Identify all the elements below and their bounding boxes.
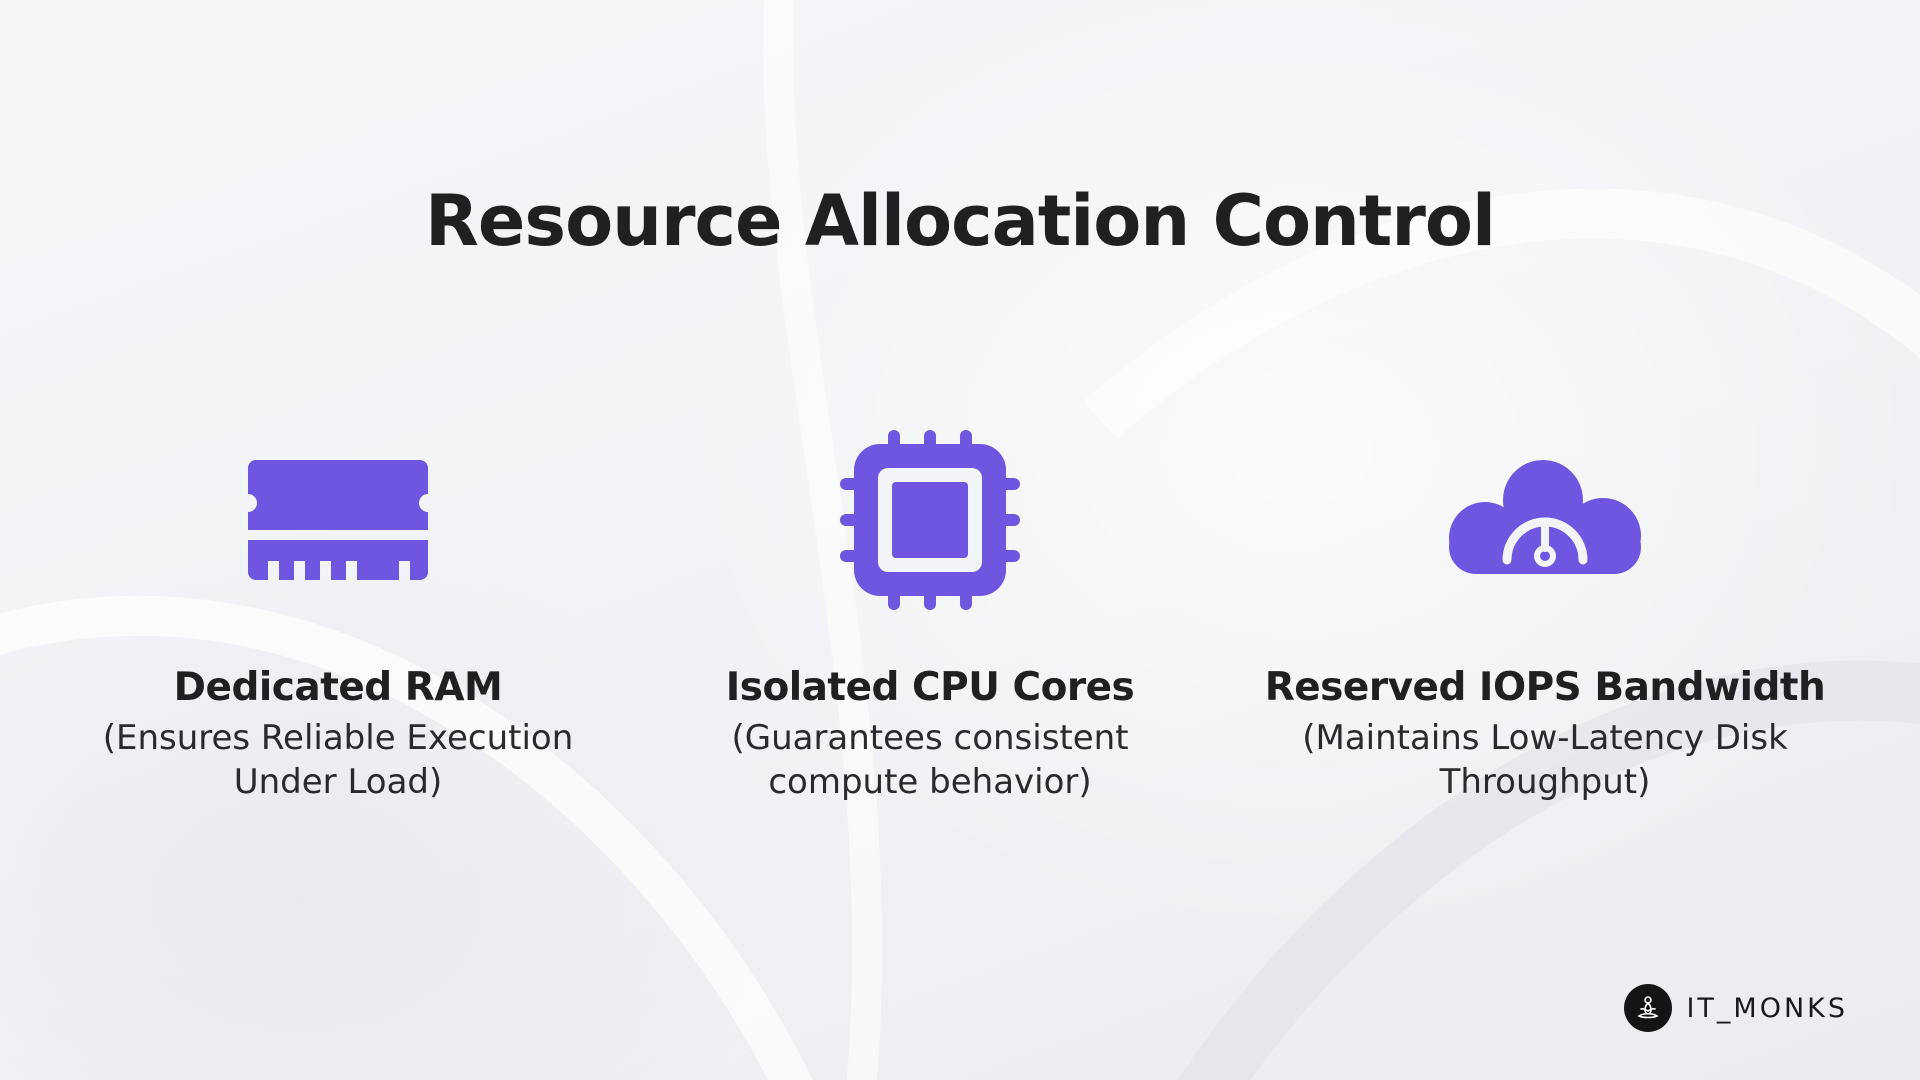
card-heading: Dedicated RAM: [173, 665, 503, 710]
brand-logo: IT_MONKS: [1624, 984, 1848, 1032]
brand-name: IT_MONKS: [1686, 992, 1848, 1024]
card-heading: Isolated CPU Cores: [725, 665, 1135, 710]
card-description: (Ensures Reliable Execution Under Load): [102, 718, 574, 802]
card-description: (Maintains Low-Latency Disk Throughput): [1302, 718, 1788, 802]
page-title: Resource Allocation Control: [425, 180, 1496, 262]
card-description: (Guarantees consistent compute behavior): [731, 718, 1129, 802]
card-heading: Reserved IOPS Bandwidth: [1264, 665, 1826, 710]
card-reserved-iops-bandwidth: Reserved IOPS Bandwidth (Maintains Low-L…: [1255, 420, 1835, 804]
cloud-speedometer-icon: [1255, 420, 1835, 620]
card-isolated-cpu-cores: Isolated CPU Cores (Guarantees consisten…: [640, 420, 1220, 804]
cpu-icon: [640, 420, 1220, 620]
card-dedicated-ram: Dedicated RAM (Ensures Reliable Executio…: [48, 420, 628, 804]
meditating-monk-icon: [1624, 984, 1673, 1032]
ram-icon: [48, 420, 628, 620]
